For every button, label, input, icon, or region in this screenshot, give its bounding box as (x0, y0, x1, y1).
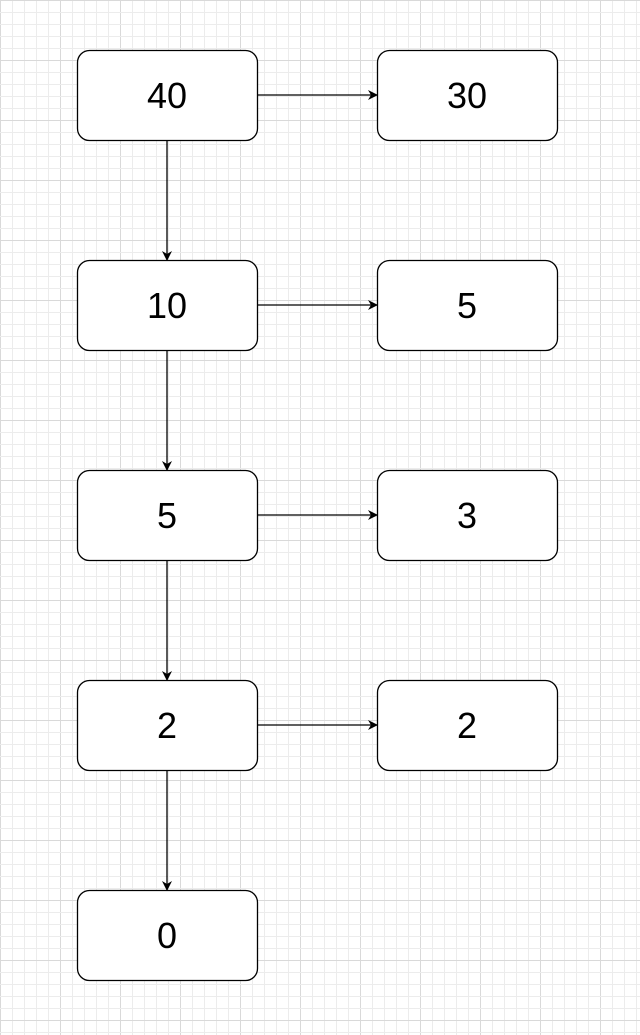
node-box (76, 259, 259, 352)
node-label: 40 (147, 75, 187, 116)
node-n40[interactable]: 40 (76, 49, 259, 142)
node-box (376, 469, 559, 562)
node-box (76, 679, 259, 772)
node-label: 2 (457, 705, 477, 746)
node-box (76, 889, 259, 982)
node-n5[interactable]: 5 (76, 469, 259, 562)
node-label: 5 (157, 495, 177, 536)
node-label: 5 (457, 285, 477, 326)
edges (162, 90, 378, 891)
node-r30[interactable]: 30 (376, 49, 559, 142)
node-n10[interactable]: 10 (76, 259, 259, 352)
node-label: 30 (447, 75, 487, 116)
node-n2[interactable]: 2 (76, 679, 259, 772)
node-box (376, 259, 559, 352)
node-r5a[interactable]: 5 (376, 259, 559, 352)
node-box (76, 469, 259, 562)
node-label: 10 (147, 285, 187, 326)
node-n0[interactable]: 0 (76, 889, 259, 982)
node-label: 2 (157, 705, 177, 746)
node-box (376, 679, 559, 772)
node-label: 0 (157, 915, 177, 956)
node-box (76, 49, 259, 142)
node-r3[interactable]: 3 (376, 469, 559, 562)
node-label: 3 (457, 495, 477, 536)
node-box (376, 49, 559, 142)
node-r2[interactable]: 2 (376, 679, 559, 772)
nodes: 40 30 10 5 5 3 2 2 0 (76, 49, 559, 982)
